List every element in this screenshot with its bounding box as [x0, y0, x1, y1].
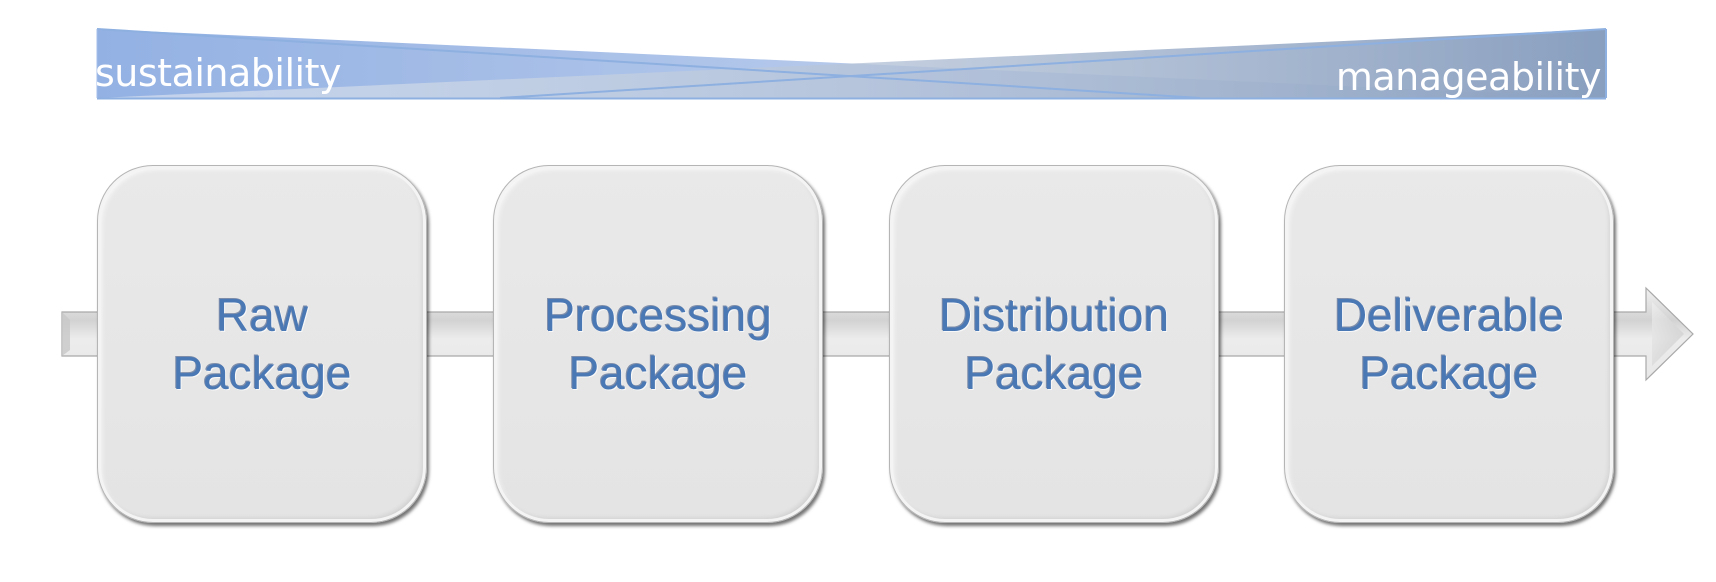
wedge-edge-left [96, 28, 1201, 99]
arrow-head-bevel [1652, 302, 1684, 366]
package-name: Processing [544, 289, 772, 341]
arrow-tail-bevel [62, 312, 70, 356]
manageability-label: manageability [1335, 55, 1602, 99]
wedge-edge-right [499, 28, 1607, 99]
sustainability-label: sustainability [95, 51, 341, 95]
package-box-raw[interactable]: Raw Package [97, 165, 427, 523]
package-type: Package [172, 347, 352, 399]
package-name: Raw [215, 289, 308, 341]
package-box-distribution[interactable]: Distribution Package [889, 165, 1219, 523]
package-label: Deliverable Package [1334, 286, 1564, 402]
package-type: Package [1359, 347, 1539, 399]
package-label: Raw Package [172, 286, 351, 402]
package-name: Deliverable [1333, 289, 1565, 341]
package-name: Distribution [938, 289, 1170, 341]
manageability-wedge [97, 29, 1606, 98]
tradeoff-band [96, 28, 1607, 100]
package-box-processing[interactable]: Processing Package [493, 165, 823, 523]
package-label: Distribution Package [939, 286, 1169, 402]
package-type: Package [568, 347, 748, 399]
package-label: Processing Package [544, 286, 772, 402]
package-box-deliverable[interactable]: Deliverable Package [1284, 165, 1614, 523]
package-type: Package [964, 347, 1144, 399]
